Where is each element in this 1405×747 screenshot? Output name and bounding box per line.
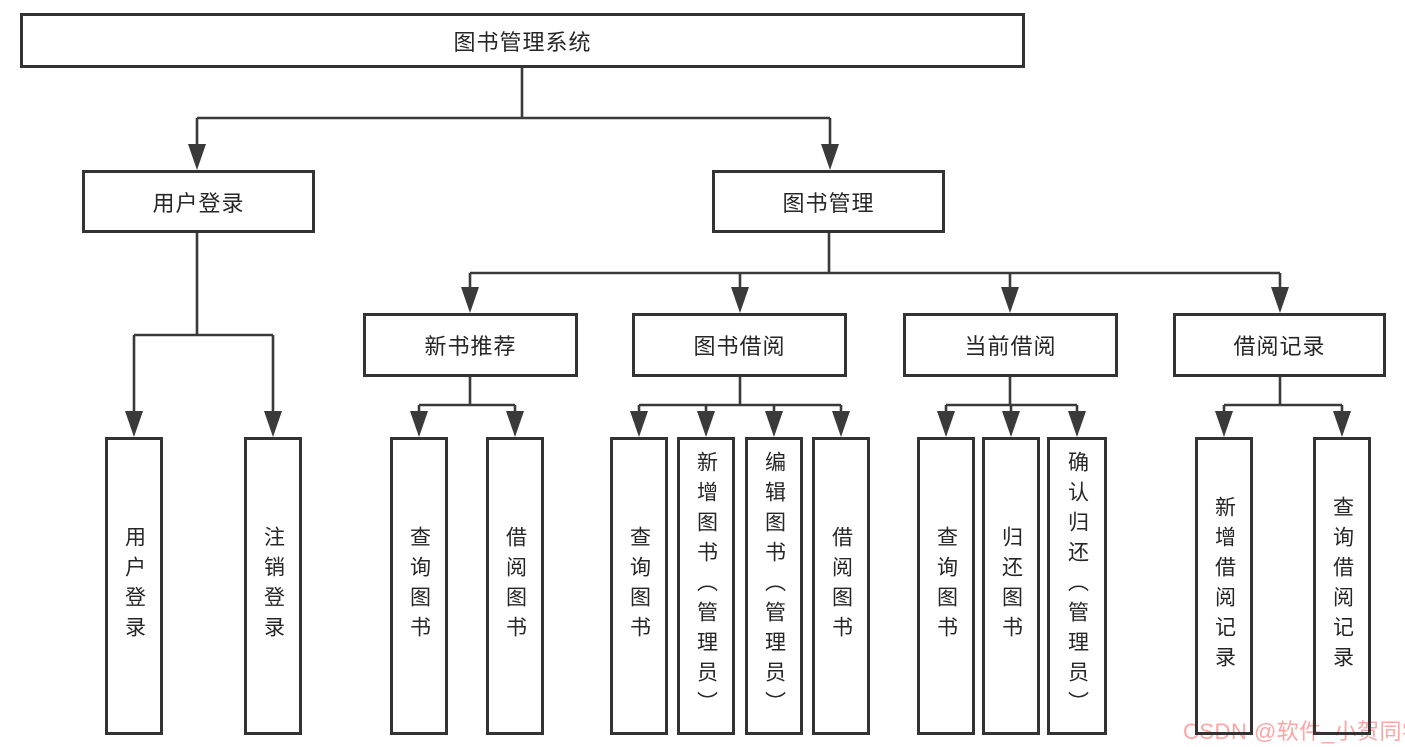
arrowhead <box>506 411 524 437</box>
connector-userlogin-to-leaves <box>132 233 275 417</box>
arrowhead <box>188 144 206 170</box>
leaf-cb-return-books: 归还图书 <box>982 437 1040 735</box>
arrowhead <box>410 411 428 437</box>
node-borrow-records: 借阅记录 <box>1173 313 1386 377</box>
arrowhead <box>630 411 648 437</box>
arrowhead <box>1215 411 1233 437</box>
connector-borrowrecords-to-leaves <box>1222 377 1344 417</box>
arrowhead <box>731 287 749 313</box>
node-book-management: 图书管理 <box>712 170 945 233</box>
leaf-br-query-borrow-record: 查询借阅记录 <box>1313 437 1371 735</box>
leaf-nb-query-books: 查询图书 <box>390 437 448 735</box>
connector-newbook-to-leaves <box>417 377 517 417</box>
connector-root-to-level2 <box>195 68 832 150</box>
leaf-bb-edit-books-admin: 编辑图书（管理员） <box>745 437 803 735</box>
root-node-library-system: 图书管理系统 <box>20 13 1025 68</box>
leaf-nb-borrow-books: 借阅图书 <box>486 437 544 735</box>
arrowhead <box>264 411 282 437</box>
connector-bookmgmt-to-level3 <box>468 233 1282 293</box>
leaf-logout-login: 注销登录 <box>244 437 302 735</box>
arrowhead <box>461 287 479 313</box>
arrowhead <box>1002 411 1020 437</box>
node-book-borrow: 图书借阅 <box>632 313 847 377</box>
leaf-user-login: 用户登录 <box>105 437 163 735</box>
leaf-bb-query-books: 查询图书 <box>610 437 668 735</box>
arrowhead <box>1068 411 1086 437</box>
node-user-login: 用户登录 <box>82 170 315 233</box>
leaf-cb-query-books: 查询图书 <box>917 437 975 735</box>
arrowhead <box>832 411 850 437</box>
arrowhead <box>937 411 955 437</box>
node-new-book-recommend: 新书推荐 <box>363 313 578 377</box>
leaf-br-add-borrow-record: 新增借阅记录 <box>1195 437 1253 735</box>
arrowhead <box>1333 411 1351 437</box>
arrowhead <box>1271 287 1289 313</box>
arrowhead <box>125 411 143 437</box>
connector-bookborrow-to-leaves <box>637 377 843 417</box>
arrowhead <box>1001 287 1019 313</box>
arrowhead <box>765 411 783 437</box>
node-current-borrow: 当前借阅 <box>903 313 1118 377</box>
arrowhead <box>697 411 715 437</box>
leaf-cb-confirm-return-admin: 确认归还（管理员） <box>1047 437 1107 735</box>
arrowhead <box>821 144 839 170</box>
leaf-bb-add-books-admin: 新增图书（管理员） <box>677 437 735 735</box>
leaf-bb-borrow-books: 借阅图书 <box>812 437 870 735</box>
